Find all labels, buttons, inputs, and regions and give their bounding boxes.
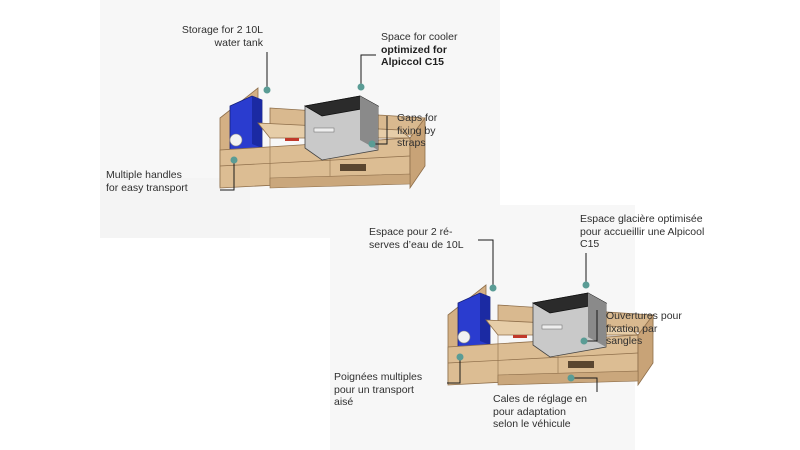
callout-dot-fr-water xyxy=(489,284,497,292)
label-fr-shims: Cales de réglage en pour adaptation selo… xyxy=(493,393,587,430)
label-cooler-line2: optimized for xyxy=(381,43,447,56)
label-fr-handles: Poignées multiples pour un transport ais… xyxy=(334,371,423,408)
label-fr-water-tank: Espace pour 2 ré- serves d’eau de 10L xyxy=(369,226,464,251)
label-fr-cooler: Espace glacière optimisée pour accueilli… xyxy=(580,213,705,250)
callout-dot-gaps xyxy=(368,140,376,148)
callout-dot-fr-shims xyxy=(567,374,575,382)
callout-dot-water-tank xyxy=(263,86,271,94)
callout-line-fr-water xyxy=(478,239,494,288)
callout-line-fr-straps xyxy=(584,310,598,342)
callout-dot-fr-straps xyxy=(580,337,588,345)
callout-dot-fr-cooler xyxy=(582,281,590,289)
label-handles: Multiple handles for easy transport xyxy=(106,169,188,194)
label-strap-gaps: Gaps for fixing by straps xyxy=(397,112,438,149)
callout-dot-fr-handles xyxy=(456,353,464,361)
label-water-tank: Storage for 2 10L water tank xyxy=(181,24,263,49)
callout-dot-cooler xyxy=(357,83,365,91)
label-fr-straps: Ouvertures pour fixation par sangles xyxy=(606,310,682,347)
callout-line-cooler xyxy=(360,54,376,87)
callout-line-handles xyxy=(220,160,235,191)
label-cooler-line3: Alpiccol C15 xyxy=(381,56,445,68)
callout-line-gaps xyxy=(372,116,388,145)
callout-dot-handles xyxy=(230,156,238,164)
callout-line-fr-shims xyxy=(571,377,598,392)
callout-line-fr-handles xyxy=(447,357,461,384)
label-cooler-line1: Space for cooler xyxy=(381,31,458,43)
top-box-illustration xyxy=(219,87,426,189)
